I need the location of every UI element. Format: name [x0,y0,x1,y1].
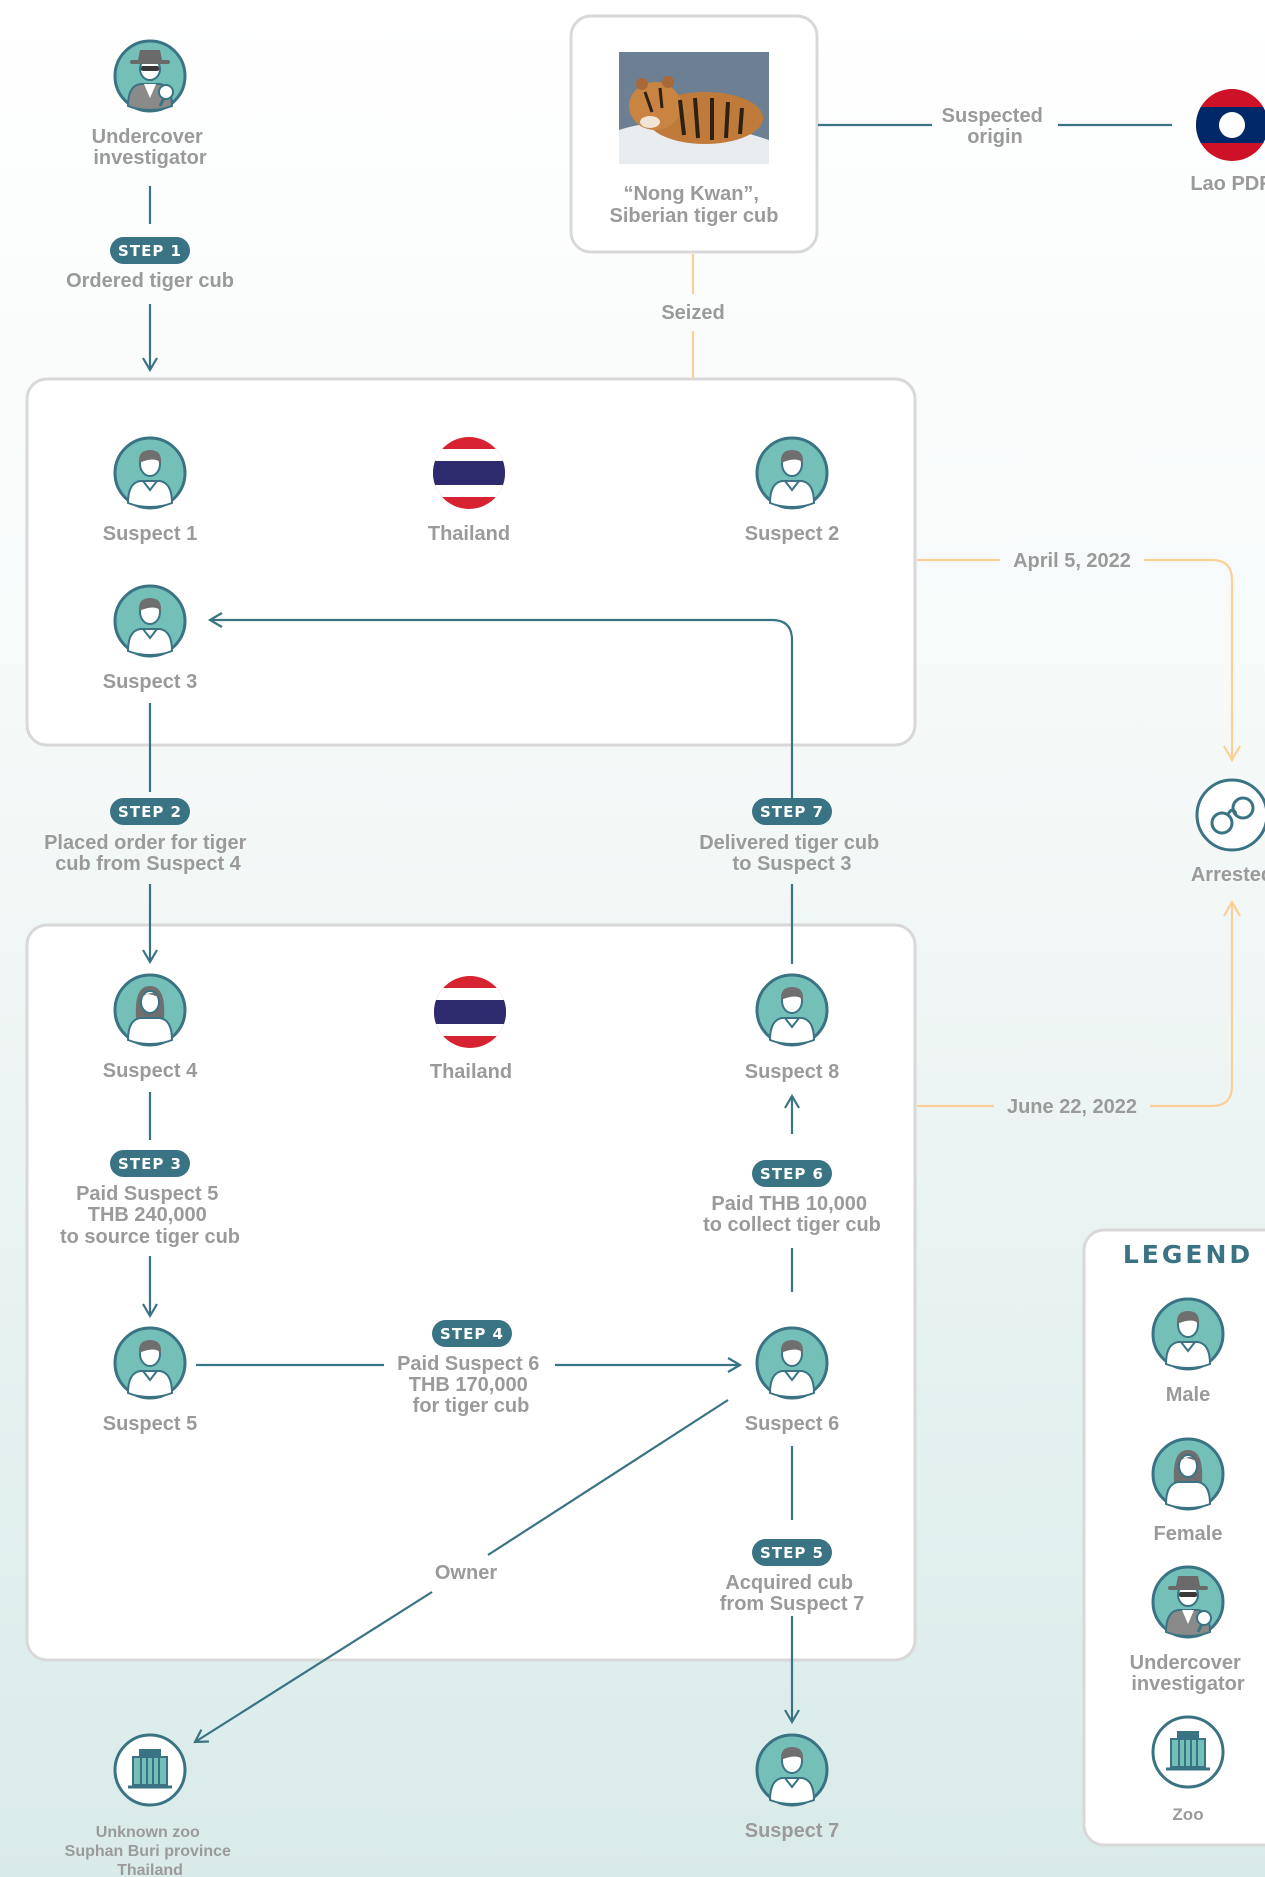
step-1-text: Ordered tiger cub [66,270,234,292]
legend-zoo-label: Zoo [1172,1805,1203,1824]
svg-text:STEP 2: STEP 2 [118,803,182,821]
suspect-4-label: Suspect 4 [103,1060,198,1082]
suspect-8-male-icon [755,973,829,1047]
svg-text:STEP 4: STEP 4 [440,1325,504,1343]
suspect-7-male-icon [755,1733,829,1807]
svg-text:STEP 5: STEP 5 [760,1544,824,1562]
tiger-cub-photo [619,52,769,164]
thailand-flag-icon-2 [434,976,506,1048]
undercover-investigator-icon [113,39,187,113]
step-7-text: Delivered tiger cub to Suspect 3 [699,832,885,875]
step-5-text: Acquired cub from Suspect 7 [720,1572,864,1615]
thailand-label-1: Thailand [428,523,510,545]
connector-lines [142,123,1172,1744]
svg-text:STEP 1: STEP 1 [118,242,182,260]
step-2-text: Placed order for tiger cub from Suspect … [44,832,252,875]
step-1-badge: STEP 1 [110,237,190,264]
zoo-label: Unknown zoo Suphan Buri province Thailan… [65,1824,236,1877]
arrest-date-1: April 5, 2022 [1013,550,1131,572]
suspect-3-male-icon [113,584,187,658]
legend-investigator-label: Undercover investigator [1130,1652,1247,1695]
legend-investigator-icon [1151,1565,1225,1639]
suspect-6-label: Suspect 6 [745,1413,839,1435]
suspected-origin-label: Suspected origin [942,105,1049,148]
legend-female-icon [1151,1437,1225,1511]
svg-text:STEP 3: STEP 3 [118,1155,182,1173]
thailand-label-2: Thailand [430,1061,512,1083]
thailand-flag-icon [433,437,505,509]
arrest-date-2: June 22, 2022 [1007,1096,1137,1118]
svg-text:STEP 6: STEP 6 [760,1165,824,1183]
cub-label: “Nong Kwan”, Siberian tiger cub [610,183,779,227]
suspect-5-male-icon [113,1326,187,1400]
legend-title: LEGEND [1123,1240,1253,1269]
svg-text:STEP 7: STEP 7 [760,803,824,821]
suspect-3-label: Suspect 3 [103,671,197,693]
legend-male-icon [1151,1297,1225,1371]
legend-box [1082,1228,1265,1847]
legend-male-label: Male [1166,1384,1210,1406]
step-6-text: Paid THB 10,000 to collect tiger cub [703,1193,881,1236]
step-7-badge: STEP 7 [752,798,832,825]
investigator-label: Undercover investigator [92,126,209,169]
step-6-badge: STEP 6 [752,1160,832,1187]
suspect-1-label: Suspect 1 [103,523,197,545]
suspect-7-label: Suspect 7 [745,1820,839,1842]
arrested-label: Arrested [1191,864,1265,886]
step-4-text: Paid Suspect 6 THB 170,000 for tiger cub [397,1353,545,1417]
step-3-badge: STEP 3 [110,1150,190,1177]
step-2-badge: STEP 2 [110,798,190,825]
lao-pdr-label: Lao PDR [1190,173,1265,195]
owner-label: Owner [435,1562,497,1584]
suspect-5-label: Suspect 5 [103,1413,197,1435]
step-3-text: Paid Suspect 5 THB 240,000 to source tig… [60,1183,240,1248]
suspect-1-male-icon [113,436,187,510]
suspect-8-label: Suspect 8 [745,1061,839,1083]
arrest-lines [691,254,1241,1108]
suspect-2-male-icon [755,436,829,510]
suspect-6-male-icon [755,1326,829,1400]
legend-female-label: Female [1154,1523,1223,1545]
seized-label: Seized [661,302,724,324]
laos-flag-icon [1196,89,1265,161]
handcuffs-icon [1195,778,1265,852]
step-4-badge: STEP 4 [432,1320,512,1347]
legend-zoo-icon [1151,1715,1225,1789]
box-thailand-2 [25,923,917,1662]
suspect-2-label: Suspect 2 [745,523,839,545]
zoo-icon [113,1733,187,1807]
step-5-badge: STEP 5 [752,1539,832,1566]
suspect-4-female-icon [113,973,187,1047]
box-thailand-1 [25,377,917,747]
